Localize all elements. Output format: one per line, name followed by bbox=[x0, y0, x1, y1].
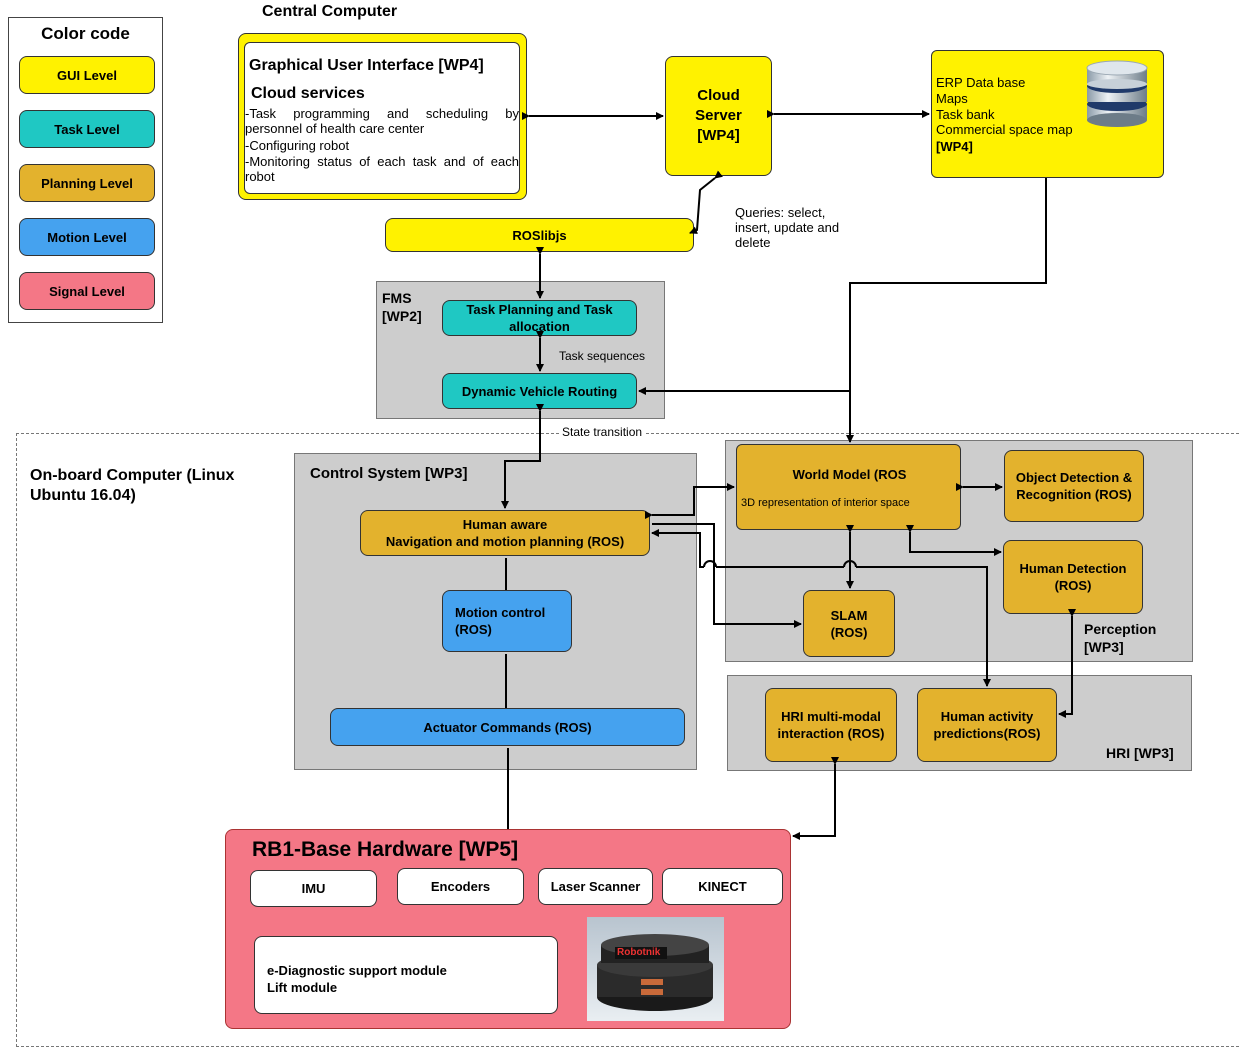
cloud-line-3: -Monitoring status of each task and of e… bbox=[245, 154, 519, 184]
robot-image bbox=[597, 934, 713, 1011]
motion-control-label: Motion control (ROS) bbox=[455, 605, 546, 637]
database-icon bbox=[1086, 60, 1148, 127]
cloud-services-title: Cloud services bbox=[251, 85, 365, 102]
human-aware-navigation-box: Human aware Navigation and motion planni… bbox=[360, 510, 650, 556]
roslibjs-label: ROSlibjs bbox=[512, 227, 567, 243]
cloud-server-box: Cloud Server [WP4] bbox=[665, 56, 772, 176]
kinect-box: KINECT bbox=[662, 868, 783, 905]
actuator-commands-label: Actuator Commands (ROS) bbox=[423, 719, 592, 735]
imu-label: IMU bbox=[301, 881, 326, 896]
central-computer-title: Central Computer bbox=[262, 3, 398, 20]
roslibjs-box: ROSlibjs bbox=[385, 218, 694, 252]
queries-note: Queries: select, insert, update and dele… bbox=[735, 205, 840, 250]
legend-task-level: Task Level bbox=[19, 110, 155, 148]
motion-control-box: Motion control (ROS) bbox=[442, 590, 572, 652]
object-detection-label: Object Detection & Recognition (ROS) bbox=[1015, 470, 1133, 502]
slam-box: SLAM (ROS) bbox=[803, 590, 895, 657]
erp-wp: [WP4] bbox=[936, 139, 973, 154]
human-detection-label: Human Detection (ROS) bbox=[1019, 561, 1127, 593]
laser-scanner-label: Laser Scanner bbox=[550, 879, 641, 894]
dynamic-vehicle-routing-label: Dynamic Vehicle Routing bbox=[461, 383, 618, 399]
legend: Color code GUI Level Task Level Planning… bbox=[8, 17, 163, 323]
erp-line-3: Task bank bbox=[936, 107, 995, 122]
erp-line-1: ERP Data base bbox=[936, 75, 1026, 90]
robot-photo: Robotnik bbox=[587, 917, 724, 1021]
onboard-title: On-board Computer (Linux Ubuntu 16.04) bbox=[30, 467, 235, 504]
modules-label: e-Diagnostic support module Lift module bbox=[267, 963, 447, 995]
dynamic-vehicle-routing-box: Dynamic Vehicle Routing bbox=[442, 373, 637, 409]
legend-gui-level: GUI Level bbox=[19, 56, 155, 94]
hardware-title: RB1-Base Hardware [WP5] bbox=[252, 838, 519, 861]
slam-label: SLAM (ROS) bbox=[830, 607, 868, 640]
erp-line-4: Commercial space map bbox=[936, 122, 1073, 137]
gui-inner-panel: Graphical User Interface [WP4] Cloud ser… bbox=[244, 42, 520, 194]
human-activity-box: Human activity predictions(ROS) bbox=[917, 688, 1057, 762]
human-activity-label: Human activity predictions(ROS) bbox=[933, 709, 1041, 741]
encoders-box: Encoders bbox=[397, 868, 524, 905]
laser-scanner-box: Laser Scanner bbox=[538, 868, 653, 905]
erp-database-box: ERP Data base Maps Task bank Commercial … bbox=[931, 50, 1164, 178]
human-aware-navigation-label: Human aware Navigation and motion planni… bbox=[385, 517, 625, 549]
legend-planning-level: Planning Level bbox=[19, 164, 155, 202]
world-model-sub: 3D representation of interior space bbox=[741, 497, 910, 509]
erp-line-2: Maps bbox=[936, 91, 968, 106]
world-model-label: World Model (ROS bbox=[792, 467, 907, 482]
robot-logo: Robotnik bbox=[617, 947, 661, 958]
control-system-title: Control System [WP3] bbox=[310, 465, 468, 482]
task-planning-label: Task Planning and Task allocation bbox=[466, 302, 613, 334]
hri-multimodal-box: HRI multi-modal interaction (ROS) bbox=[765, 688, 897, 762]
gui-title: Graphical User Interface [WP4] bbox=[249, 57, 484, 74]
perception-title: Perception [WP3] bbox=[1084, 621, 1157, 655]
legend-title: Color code bbox=[41, 24, 130, 43]
task-planning-box: Task Planning and Task allocation bbox=[442, 300, 637, 336]
encoders-label: Encoders bbox=[430, 879, 491, 894]
gui-box: Graphical User Interface [WP4] Cloud ser… bbox=[238, 33, 527, 200]
state-transition-note: State transition bbox=[560, 425, 645, 439]
fms-title: FMS [WP2] bbox=[382, 290, 422, 324]
task-sequences-note: Task sequences bbox=[559, 349, 646, 363]
legend-motion-level: Motion Level bbox=[19, 218, 155, 256]
world-model-box: World Model (ROS 3D representation of in… bbox=[736, 444, 961, 530]
cloud-line-2: -Configuring robot bbox=[245, 138, 350, 153]
cloud-server-label: Cloud Server [WP4] bbox=[695, 87, 742, 144]
legend-signal-level: Signal Level bbox=[19, 272, 155, 310]
object-detection-box: Object Detection & Recognition (ROS) bbox=[1004, 450, 1144, 522]
cloud-line-1: -Task programming and scheduling by pers… bbox=[245, 106, 519, 136]
modules-box: e-Diagnostic support module Lift module bbox=[254, 936, 558, 1014]
hri-title: HRI [WP3] bbox=[1106, 745, 1174, 761]
actuator-commands-box: Actuator Commands (ROS) bbox=[330, 708, 685, 746]
imu-box: IMU bbox=[250, 870, 377, 907]
kinect-label: KINECT bbox=[698, 879, 747, 894]
hri-multimodal-label: HRI multi-modal interaction (ROS) bbox=[777, 709, 885, 741]
human-detection-box: Human Detection (ROS) bbox=[1003, 540, 1143, 614]
